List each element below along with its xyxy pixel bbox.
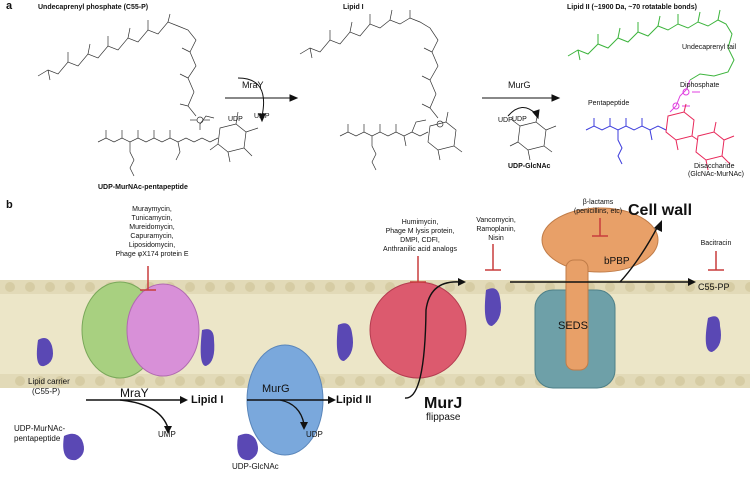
mray-reaction-arrow	[225, 77, 299, 123]
cell-wall-label: Cell wall	[628, 202, 693, 219]
panel-a-structures	[37, 9, 735, 177]
udp-in-label-a: UDP	[228, 116, 243, 123]
inhibitor-nisin: Nisin	[488, 235, 504, 242]
udp-left-label-a: UDP	[498, 117, 513, 124]
inhibitor-dmpi-cdfi: DMPI, CDFI,	[400, 237, 440, 244]
blactam-inhibitors: β-lactams (penicillins, etc)	[574, 198, 622, 216]
inhibitor-ramoplanin: Ramoplanin,	[476, 226, 516, 233]
inhibitor-phage-m-lysis: Phage M lysis protein,	[385, 228, 455, 235]
pathway-arrowheads	[164, 220, 696, 434]
murj-label-b: MurJ	[424, 395, 463, 412]
mray-protein	[81, 281, 200, 379]
lipid2-label-b: Lipid II	[336, 394, 372, 406]
udp-out-label-a: UDP	[512, 116, 527, 123]
udp-glcnac-structure	[509, 111, 557, 161]
c55p-structure	[37, 13, 210, 130]
udp-glcnac-label-b: UDP-GlcNAc	[232, 462, 279, 471]
lipid2-pentapeptide	[585, 118, 667, 165]
murj-inhibitors: Humimycin, Phage M lysis protein, DMPI, …	[383, 218, 457, 254]
lipid2-tail	[567, 9, 735, 81]
pentapeptide-label: Pentapeptide	[588, 100, 630, 107]
lipid2-inhibitors: Vancomycin, Ramoplanin, Nisin	[476, 216, 516, 243]
lipid2-title: Lipid II (~1900 Da, ~70 rotatable bonds)	[567, 4, 697, 11]
inhibitor-mureidomycin: Mureidomycin,	[129, 224, 175, 231]
lipid1-title: Lipid I	[343, 4, 364, 11]
inhibition-bars	[140, 218, 724, 291]
ump-label-a: UMP	[254, 113, 270, 120]
inhibitor-blactams: β-lactams	[582, 199, 614, 206]
disaccharide-label: Disaccharide	[694, 163, 735, 170]
undecaprenyl-tail-label: Undecaprenyl tail	[682, 44, 737, 51]
ump-label-b: UMP	[158, 430, 176, 439]
murg-label-b: MurG	[262, 383, 290, 395]
inhibitor-humimycin: Humimycin,	[401, 219, 439, 226]
panel-a-letter: a	[6, 0, 13, 12]
udp-murnac-sub: pentapeptide	[14, 434, 61, 443]
bpbp-label: bPBP	[604, 256, 630, 267]
murg-enzyme-label-a: MurG	[508, 80, 531, 90]
mray-enzyme-label-a: MraY	[242, 80, 264, 90]
bpbp-protein	[541, 207, 659, 371]
pathway-arrows	[86, 225, 688, 429]
inhibitor-penicillins: (penicillins, etc)	[573, 208, 623, 215]
seds-label: SEDS	[558, 320, 588, 332]
bacitracin-label: Bacitracin	[700, 240, 732, 247]
udp-murnac-label-a: UDP-MurNAc-pentapeptide	[98, 184, 188, 191]
lipid2-diphosphate	[669, 79, 700, 113]
inhibitor-phage-protein-e: Phage φX174 protein E	[115, 251, 189, 258]
panel-b-letter: b	[6, 199, 13, 211]
udp-murnac-text: UDP-MurNAc-	[14, 424, 66, 433]
inhibitor-anthranilic: Anthranilic acid analogs	[383, 246, 457, 253]
inhibitor-vancomycin: Vancomycin,	[476, 217, 516, 224]
mray-label-b: MraY	[120, 386, 149, 400]
diphosphate-label: Diphosphate	[680, 82, 720, 89]
inhibitor-tunicamycin: Tunicamycin,	[131, 215, 173, 222]
lipid-carrier-text: Lipid carrier	[28, 377, 70, 386]
mray-inhibitors: Muraymycin, Tunicamycin, Mureidomycin, C…	[115, 205, 188, 259]
udp-murnac-label-b: UDP-MurNAc- pentapeptide	[14, 424, 65, 444]
c55p-title: Undecaprenyl phosphate (C55-P)	[38, 4, 149, 11]
lipid2-disaccharide	[665, 103, 735, 171]
lipid1-label-b: Lipid I	[191, 394, 224, 406]
c55pp-label: C55-PP	[698, 282, 730, 292]
lipid-carrier-sub: (C55-P)	[32, 387, 61, 396]
murg-reaction-arrow	[482, 94, 561, 120]
lipid1-structure	[299, 9, 463, 171]
inhibitor-muraymycin: Muraymycin,	[132, 206, 172, 213]
flippase-label: flippase	[426, 412, 461, 423]
lipid-carrier-label: Lipid carrier (C55-P)	[28, 377, 70, 397]
udp-label-b: UDP	[306, 430, 323, 439]
murj-protein	[369, 281, 467, 379]
inhibitor-capuramycin: Capuramycin,	[130, 233, 174, 240]
inhibitor-liposidomycin: Liposidomycin,	[128, 242, 176, 249]
udp-murnac-structure	[97, 111, 259, 177]
lipid-molecules	[36, 288, 721, 461]
udp-glcnac-label-a: UDP-GlcNAc	[508, 163, 551, 170]
disaccharide-sub-label: (GlcNAc-MurNAc)	[688, 171, 744, 178]
